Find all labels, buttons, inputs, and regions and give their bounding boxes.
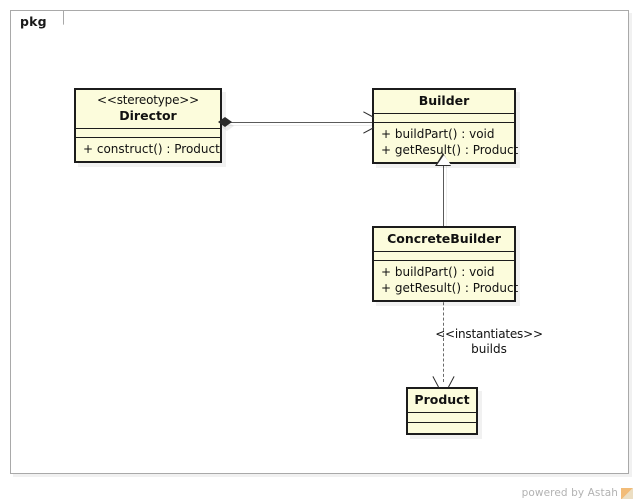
generalization-triangle-icon <box>435 153 452 166</box>
class-operations-compartment-director: + construct() : Product <box>76 138 220 161</box>
dependency-line-concretebuilder-product <box>443 292 444 382</box>
class-operations-compartment-concretebuilder: + buildPart() : void + getResult() : Pro… <box>374 261 519 300</box>
class-attributes-compartment-product <box>408 413 476 423</box>
generalization-line-shadow <box>446 165 447 229</box>
class-attributes-compartment-director <box>76 129 220 138</box>
class-stereotype-director: <<stereotype>> <box>97 93 199 107</box>
dependency-label: <<instantiates>> builds <box>433 327 545 357</box>
class-operations-compartment-builder: + buildPart() : void + getResult() : Pro… <box>374 123 519 162</box>
class-box-concretebuilder[interactable]: ConcreteBuilder + buildPart() : void + g… <box>372 226 519 302</box>
class-name-compartment-builder: Builder <box>374 90 514 114</box>
aggregation-diamond-shadow <box>220 121 234 131</box>
class-operation: + construct() : Product <box>83 142 220 156</box>
class-name-compartment-concretebuilder: ConcreteBuilder <box>374 228 514 252</box>
class-box-product[interactable]: Product <box>406 387 478 435</box>
class-box-director[interactable]: <<stereotype>> Director + construct() : … <box>74 88 222 163</box>
dependency-name: builds <box>471 342 507 356</box>
dependency-arrowhead-icon <box>437 375 450 386</box>
class-operation: + getResult() : Product <box>381 281 519 295</box>
association-arrowhead-icon <box>362 116 373 129</box>
class-operation: + buildPart() : void <box>381 127 495 141</box>
generalization-line-concretebuilder-builder <box>443 164 444 228</box>
class-title-concretebuilder: ConcreteBuilder <box>387 231 501 246</box>
class-operation: + buildPart() : void <box>381 265 495 279</box>
association-line-director-builder <box>228 122 374 123</box>
watermark-text: powered by Astah <box>521 487 618 499</box>
package-label: pkg <box>20 14 47 29</box>
package-frame <box>10 10 629 474</box>
class-operations-compartment-product <box>408 423 476 433</box>
class-name-compartment-product: Product <box>408 389 476 413</box>
generalization-triangle-inner <box>436 155 451 166</box>
class-title-product: Product <box>414 392 470 407</box>
class-attributes-compartment-concretebuilder <box>374 252 514 261</box>
watermark: powered by Astah <box>522 487 633 499</box>
class-name-compartment-director: <<stereotype>> Director <box>76 90 220 129</box>
association-line-shadow <box>228 125 376 126</box>
class-attributes-compartment-builder <box>374 114 514 123</box>
package-tab-mask <box>11 4 63 12</box>
dependency-stereotype: <<instantiates>> <box>435 327 543 341</box>
astah-logo-icon <box>621 487 633 499</box>
aggregation-diamond-icon <box>218 117 232 127</box>
class-title-builder: Builder <box>418 93 470 108</box>
class-title-director: Director <box>119 108 177 123</box>
class-operation: + getResult() : Product <box>381 143 519 157</box>
